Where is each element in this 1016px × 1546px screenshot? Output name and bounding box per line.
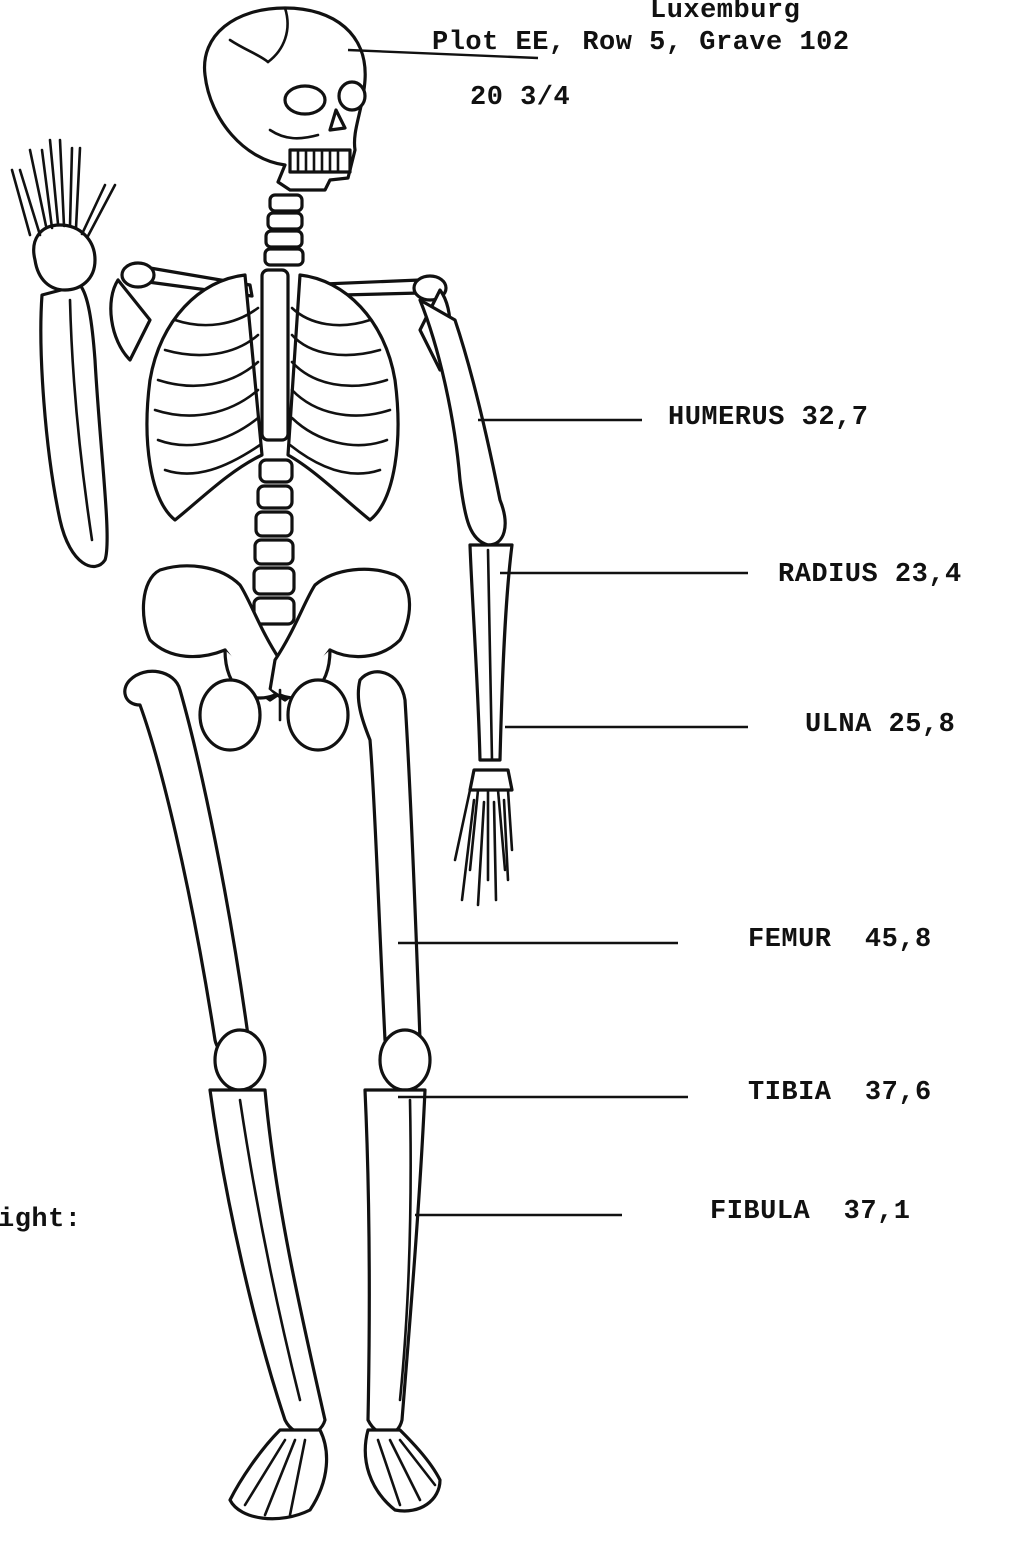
tibia-label: TIBIA 37,6 (748, 1078, 932, 1108)
legs (125, 671, 430, 1434)
ulna-label: ULNA 25,8 (805, 710, 955, 740)
right-arm (420, 300, 512, 905)
fibula-label: FIBULA 37,1 (710, 1197, 910, 1227)
location-label: Luxemburg (650, 0, 800, 26)
skull (205, 8, 366, 190)
lumbar-spine (254, 460, 294, 624)
skull-measure-label: 20 3/4 (470, 83, 570, 113)
femur-label: FEMUR 45,8 (748, 925, 932, 955)
feet (230, 1430, 440, 1519)
cervical-spine (265, 195, 303, 265)
plot-label: Plot EE, Row 5, Grave 102 (432, 28, 850, 58)
left-arm (12, 140, 115, 567)
humerus-label: HUMERUS 32,7 (668, 403, 868, 433)
side-label: ight: (0, 1205, 82, 1235)
radius-label: RADIUS 23,4 (778, 560, 962, 590)
